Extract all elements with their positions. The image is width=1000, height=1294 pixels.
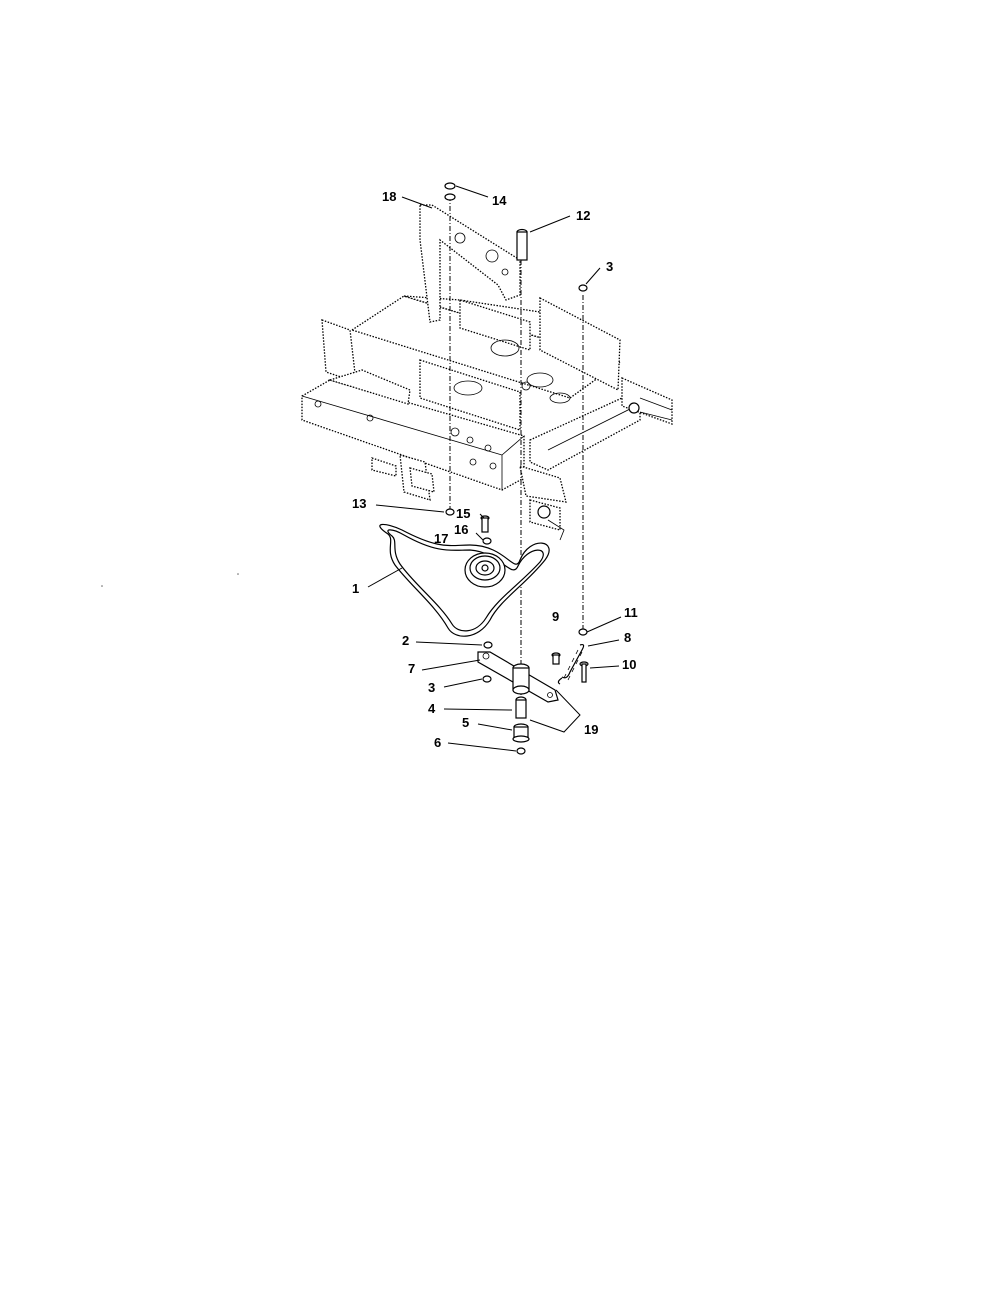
- callout-3-lower: 3: [428, 680, 435, 695]
- bolt-10: [579, 661, 589, 683]
- callout-1: 1: [352, 581, 359, 596]
- callout-10: 10: [622, 657, 636, 672]
- callout-4: 4: [428, 701, 436, 716]
- drive-belt-1: [379, 523, 550, 637]
- nut-11: [578, 628, 588, 636]
- nut-14: [444, 182, 456, 201]
- bolt-9: [551, 652, 561, 665]
- nut-3-lower: [482, 675, 492, 683]
- chassis-frame: [301, 295, 673, 541]
- callout-labels: 18 14 12 3 13 15 16 17 1 9 11 8 2 10 7 3…: [352, 189, 638, 750]
- callout-15: 15: [456, 506, 470, 521]
- callout-11: 11: [624, 605, 638, 620]
- callout-6: 6: [434, 735, 441, 750]
- callout-9: 9: [552, 609, 559, 624]
- washer-2: [483, 641, 493, 649]
- callout-18: 18: [382, 189, 396, 204]
- callout-13: 13: [352, 496, 366, 511]
- callout-5: 5: [462, 715, 469, 730]
- hardware-13-15-16: [445, 508, 492, 545]
- callout-16: 16: [454, 522, 468, 537]
- scan-speck: [237, 573, 239, 575]
- callout-3-top: 3: [606, 259, 613, 274]
- pulley-17: [464, 552, 506, 588]
- spindle-parts: [512, 663, 530, 755]
- callout-14: 14: [492, 193, 507, 208]
- nut-3-top: [578, 284, 588, 292]
- spring-8: [557, 643, 585, 685]
- bracket-18: [419, 204, 521, 323]
- callout-12: 12: [576, 208, 590, 223]
- bolt-12: [516, 228, 528, 261]
- callout-19: 19: [584, 722, 598, 737]
- callout-7: 7: [408, 661, 415, 676]
- assembly-axes: [449, 196, 584, 710]
- callout-17: 17: [434, 531, 448, 546]
- callout-8: 8: [624, 630, 631, 645]
- callout-2: 2: [402, 633, 409, 648]
- scan-speck: [101, 585, 103, 587]
- leader-lines: [367, 185, 622, 752]
